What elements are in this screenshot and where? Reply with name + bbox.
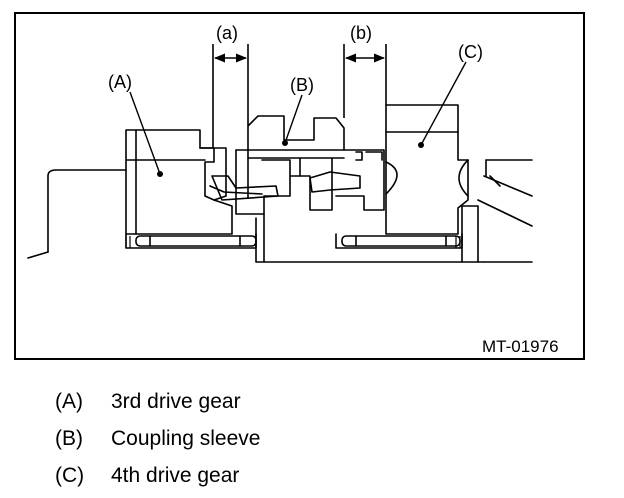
- callout-c-label: (C): [458, 42, 483, 62]
- fourth-gear-outline: [385, 104, 469, 235]
- legend-text: Coupling sleeve: [111, 427, 261, 450]
- legend-text: 3rd drive gear: [111, 390, 241, 413]
- legend-key: (C): [55, 464, 85, 487]
- left-shaft-outline: [47, 169, 127, 253]
- callout-c: [418, 61, 467, 148]
- third-gear-dog: [199, 147, 227, 201]
- dimension-a: [212, 44, 249, 148]
- legend-key: (A): [55, 390, 83, 413]
- hub-outline: [235, 149, 333, 215]
- left-shaft-bottom: [27, 251, 49, 259]
- callout-a-label: (A): [108, 72, 132, 92]
- figure-code: MT-01976: [482, 337, 559, 356]
- legend-item-b: (B) Coupling sleeve: [55, 427, 260, 451]
- coupling-sleeve-outline: [247, 115, 345, 151]
- main-shaft-outline: [255, 217, 485, 263]
- dimension-a-label: (a): [216, 23, 238, 43]
- legend-item-c: (C) 4th drive gear: [55, 464, 239, 488]
- dimension-b-label: (b): [350, 23, 372, 43]
- figure-frame: [14, 12, 585, 360]
- callout-b-label: (B): [290, 75, 314, 95]
- legend-key: (B): [55, 427, 83, 450]
- dimension-b: [343, 44, 387, 118]
- callout-a: [129, 91, 163, 177]
- third-gear-outline: [125, 129, 233, 235]
- legend-text: 4th drive gear: [111, 464, 240, 487]
- hatched-collar: [125, 236, 461, 248]
- callout-b: [282, 94, 303, 146]
- legend-item-a: (A) 3rd drive gear: [55, 390, 241, 414]
- fourth-gear-dog: [335, 149, 385, 211]
